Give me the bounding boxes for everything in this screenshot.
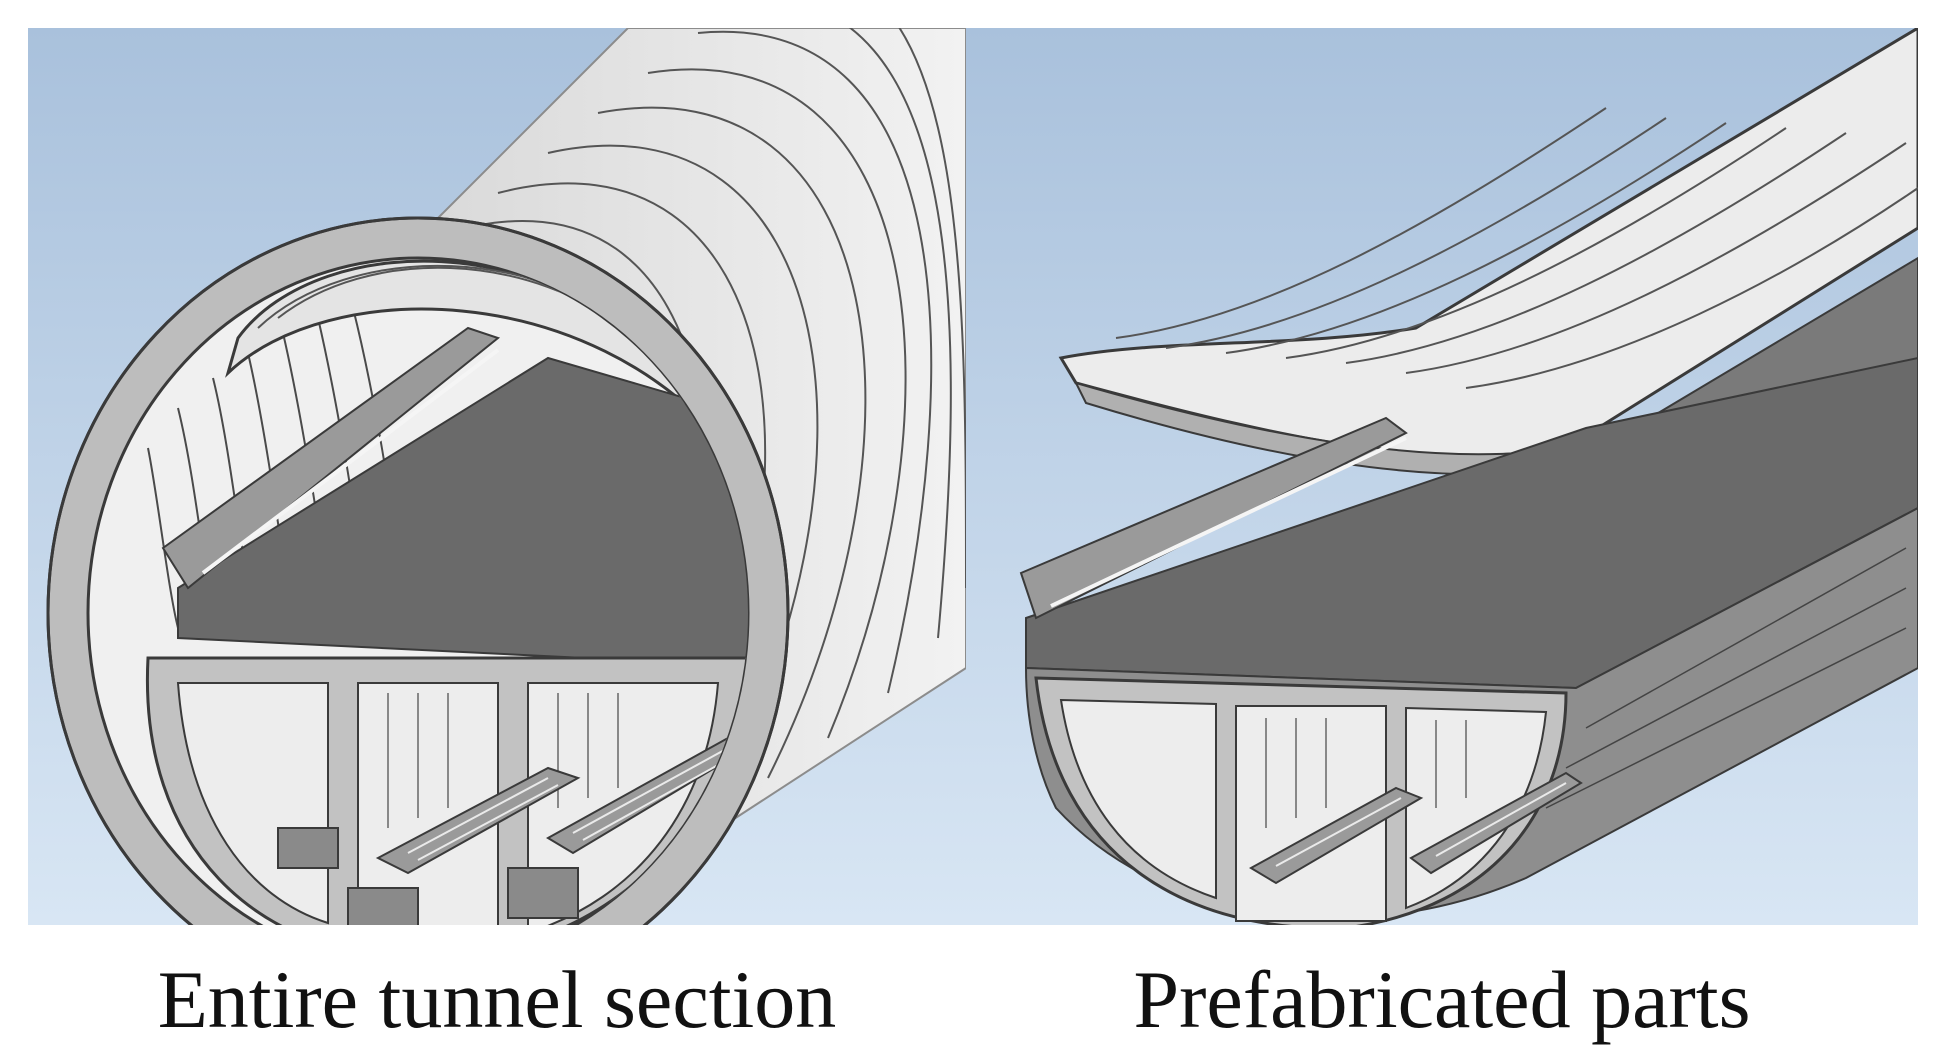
- side-walkway: [1019, 416, 1408, 620]
- prefabricated-parts-render: [966, 28, 1918, 925]
- tunnel-section-drawing: [28, 28, 966, 925]
- utility-trays: [1248, 771, 1583, 885]
- side-walkway: [161, 326, 501, 590]
- caption-entire-tunnel-section: Entire tunnel section: [157, 954, 837, 1045]
- caption-prefabricated-parts: Prefabricated parts: [1133, 954, 1751, 1045]
- road-deck: [177, 356, 748, 670]
- prefab-parts-drawing: [966, 28, 1918, 925]
- entire-tunnel-section-render: [28, 28, 966, 925]
- utility-trays: [375, 736, 748, 875]
- arch-ring-joints: [1115, 107, 1918, 389]
